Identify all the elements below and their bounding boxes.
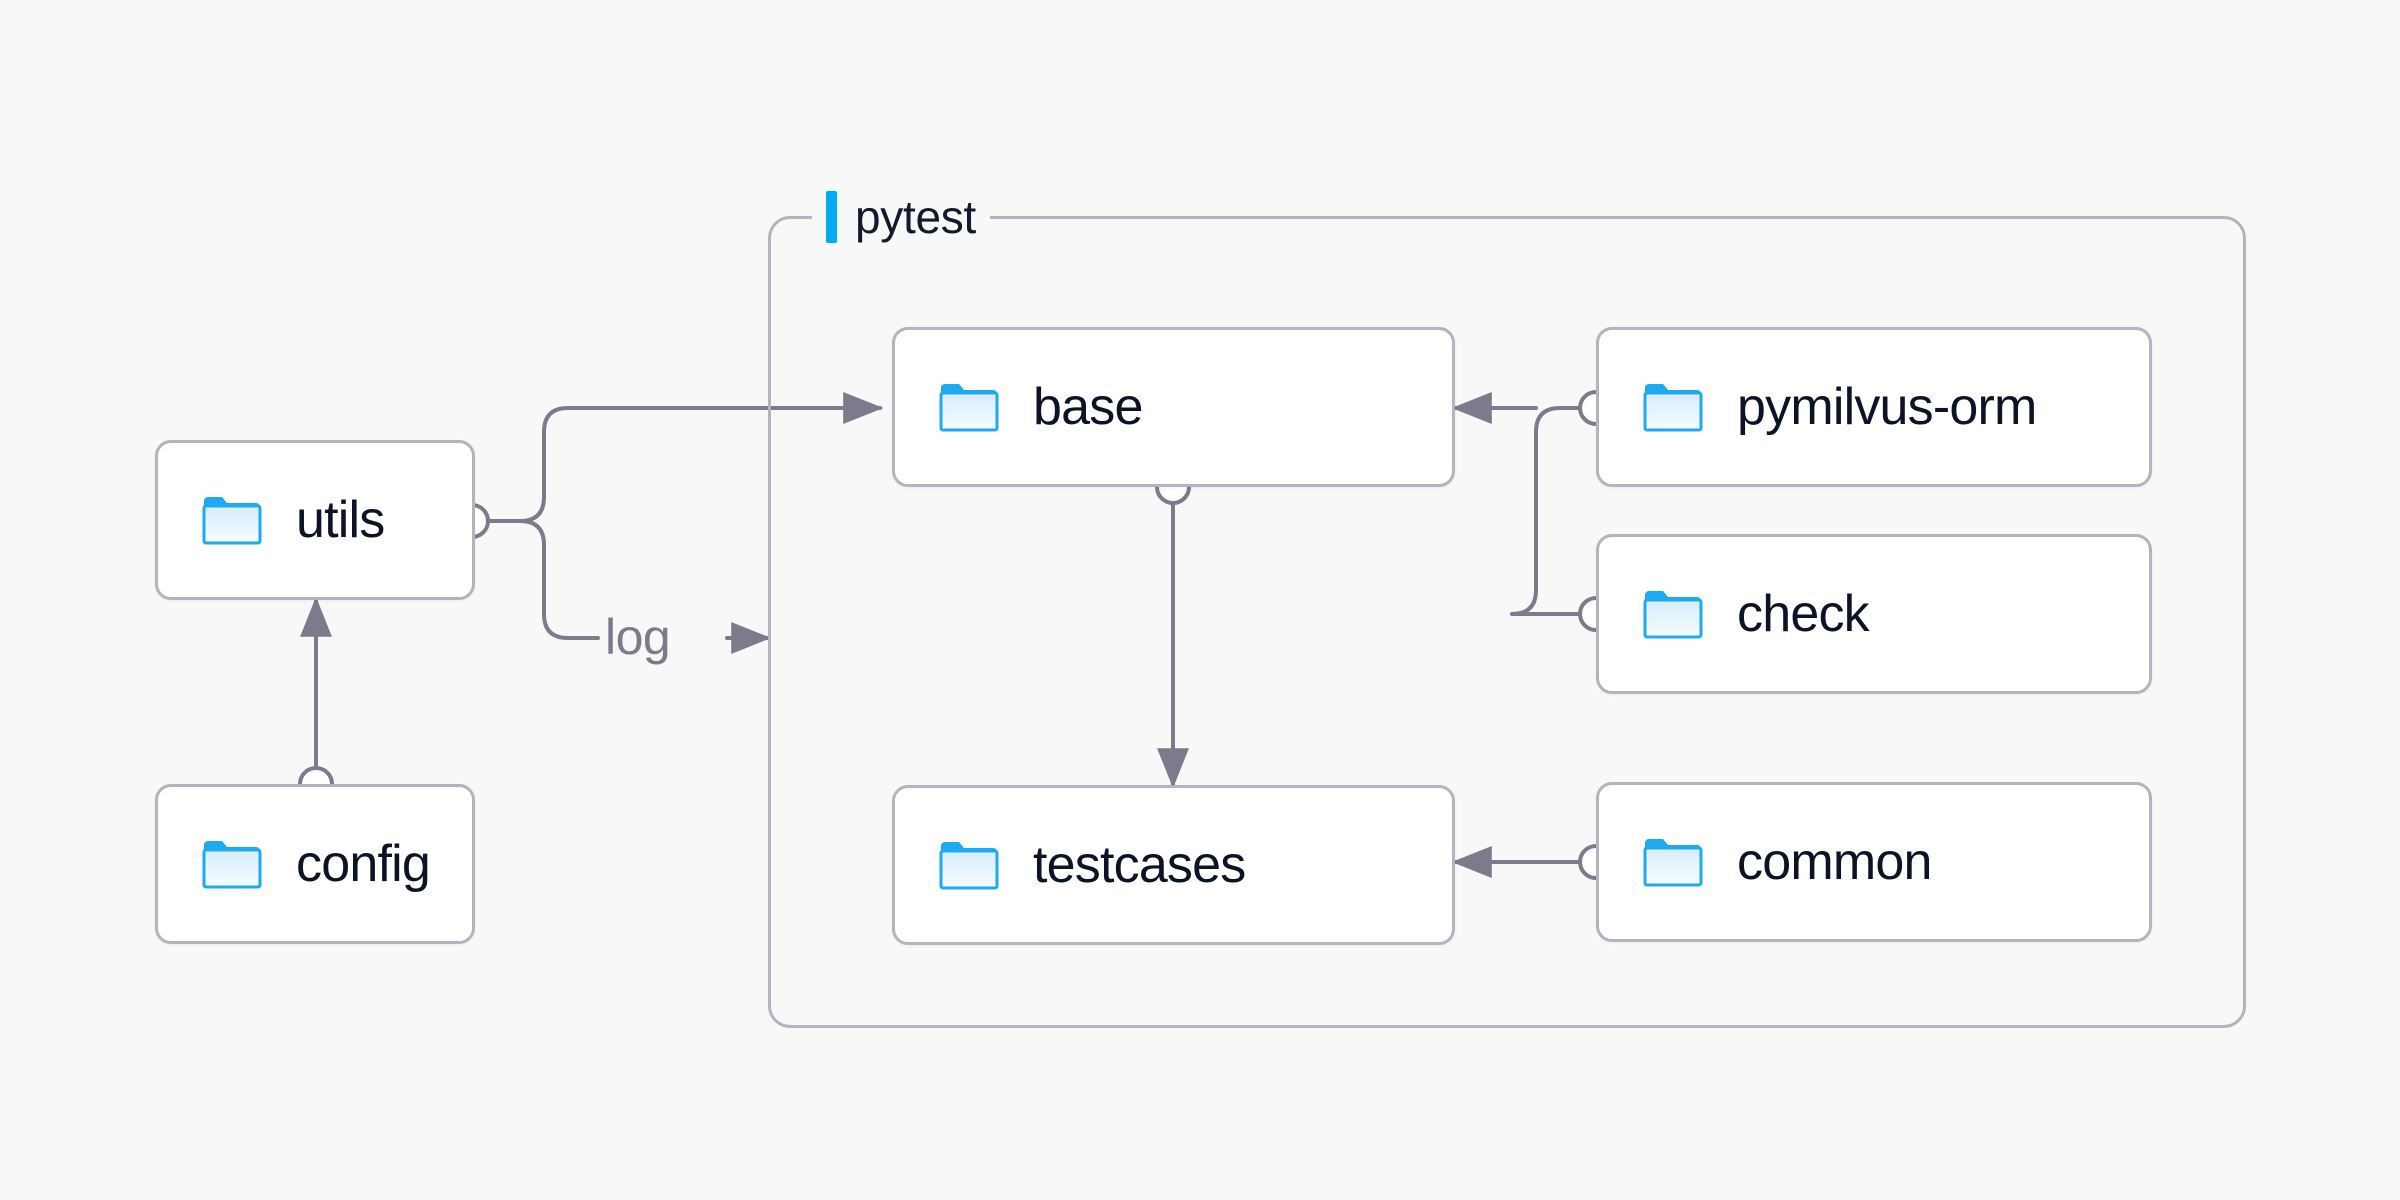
group-accent-bar bbox=[826, 191, 837, 243]
folder-icon bbox=[1643, 591, 1703, 639]
node-check-label: check bbox=[1737, 585, 1870, 643]
node-base-label: base bbox=[1033, 378, 1143, 436]
group-pytest[interactable] bbox=[768, 216, 2246, 1028]
node-base[interactable]: base bbox=[892, 327, 1455, 487]
folder-icon bbox=[1643, 839, 1703, 887]
folder-icon bbox=[939, 384, 999, 432]
node-config[interactable]: config bbox=[155, 784, 475, 944]
folder-icon bbox=[1643, 384, 1703, 432]
node-testcases[interactable]: testcases bbox=[892, 785, 1455, 945]
node-common-label: common bbox=[1737, 833, 1932, 891]
edge-label-log: log bbox=[605, 609, 671, 665]
node-utils[interactable]: utils bbox=[155, 440, 475, 600]
node-utils-label: utils bbox=[296, 491, 385, 549]
node-common[interactable]: common bbox=[1596, 782, 2152, 942]
folder-icon bbox=[202, 497, 262, 545]
group-pytest-label: pytest bbox=[855, 191, 976, 243]
folder-icon bbox=[202, 841, 262, 889]
node-config-label: config bbox=[296, 835, 431, 893]
node-testcases-label: testcases bbox=[1033, 836, 1246, 894]
folder-icon bbox=[939, 842, 999, 890]
node-pymilvus-orm-label: pymilvus-orm bbox=[1737, 378, 2037, 436]
node-check[interactable]: check bbox=[1596, 534, 2152, 694]
group-pytest-label-wrap: pytest bbox=[812, 186, 990, 248]
edge-utils-to-log bbox=[518, 519, 600, 640]
node-pymilvus-orm[interactable]: pymilvus-orm bbox=[1596, 327, 2152, 487]
